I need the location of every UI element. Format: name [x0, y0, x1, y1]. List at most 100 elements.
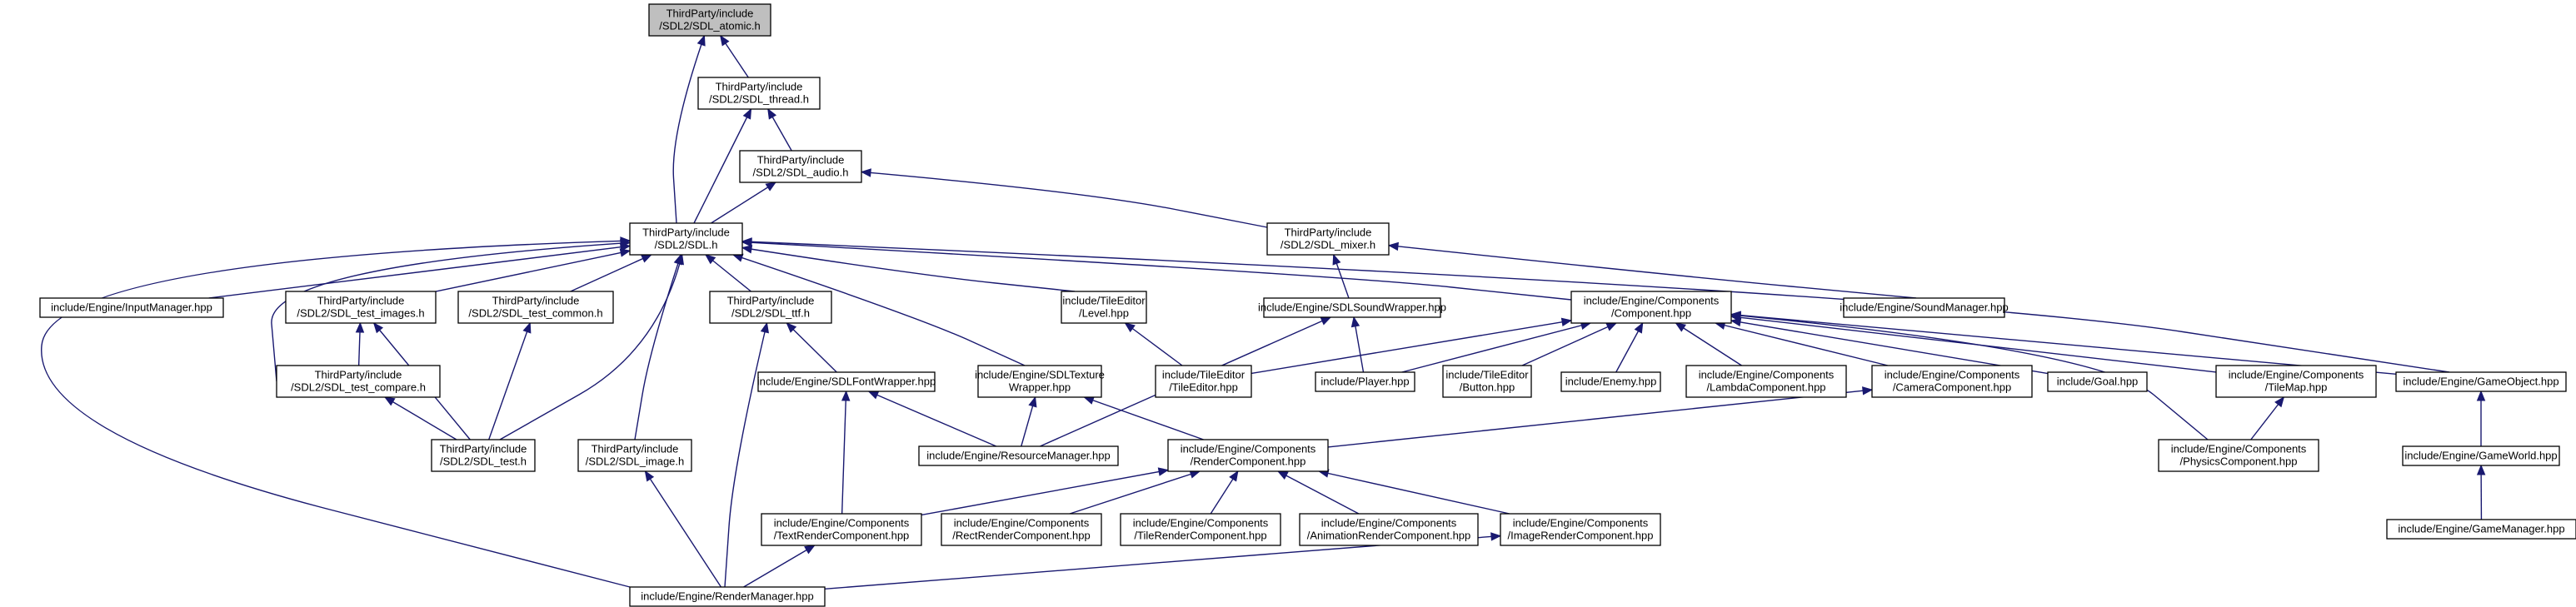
graph-node[interactable]: include/Engine/SoundManager.hpp — [1840, 297, 2009, 318]
graph-node[interactable]: include/Engine/RenderManager.hpp — [629, 586, 826, 607]
edge-line — [861, 171, 1268, 228]
graph-node[interactable]: include/Player.hpp — [1315, 371, 1415, 392]
arrowhead-icon — [1490, 532, 1502, 541]
node-label-line: include/Goal.hpp — [2057, 376, 2139, 388]
node-label-line: ThirdParty/include — [666, 7, 754, 20]
edge-line — [741, 241, 2450, 373]
graph-node[interactable]: include/Engine/InputManager.hpp — [39, 297, 224, 318]
node-label-line: include/Engine/GameWorld.hpp — [2404, 450, 2557, 462]
node-box — [1685, 365, 1847, 398]
graph-node[interactable]: ThirdParty/include/SDL2/SDL_mixer.h — [1266, 222, 1390, 256]
graph-node[interactable]: ThirdParty/include/SDL2/SDL_image.h — [577, 439, 692, 472]
graph-node[interactable]: include/Engine/Components/LambdaComponen… — [1685, 365, 1847, 398]
node-box — [1120, 513, 1281, 546]
graph-node[interactable]: ThirdParty/include/SDL2/SDL_ttf.h — [709, 291, 832, 324]
node-box — [2386, 519, 2576, 540]
arrowhead-icon — [372, 321, 384, 334]
edge-line — [693, 108, 752, 224]
edge-n8-to-n3 — [704, 254, 751, 292]
arrowhead-icon — [2476, 464, 2486, 475]
edge-n35-to-n28 — [1317, 469, 1510, 515]
graph-node[interactable]: ThirdParty/include/SDL2/SDL_test_common.… — [457, 291, 614, 324]
node-box — [739, 150, 862, 183]
graph-node[interactable]: include/Engine/SDLSoundWrapper.hpp — [1258, 297, 1446, 318]
node-box — [629, 586, 826, 607]
node-box — [1061, 291, 1147, 324]
edge-line — [1327, 389, 1873, 448]
node-box — [1266, 222, 1390, 256]
graph-node[interactable]: include/Engine/Components/AnimationRende… — [1299, 513, 1479, 546]
graph-node[interactable]: ThirdParty/include/SDL2/SDL_test_images.… — [285, 291, 437, 324]
edge-n18-to-n11 — [1521, 322, 1618, 366]
edge-n28-to-n15 — [1083, 396, 1204, 440]
graph-node[interactable]: include/Engine/ResourceManager.hpp — [918, 445, 1119, 466]
node-label-line: include/Engine/SDLFontWrapper.hpp — [757, 376, 936, 388]
graph-node[interactable]: ThirdParty/include/SDL2/SDL.h — [629, 222, 743, 256]
graph-node[interactable]: include/Engine/Components/TileRenderComp… — [1120, 513, 1281, 546]
arrowhead-icon — [1157, 467, 1170, 476]
graph-node[interactable]: include/Engine/SDLFontWrapper.hpp — [757, 371, 936, 392]
arrowhead-icon — [1320, 316, 1332, 326]
edge-n10-to-n4 — [1332, 253, 1350, 299]
node-box — [1315, 371, 1415, 392]
node-label-line: include/TileEditor — [1162, 369, 1246, 381]
graph-node[interactable]: include/Engine/Components/RenderComponen… — [1167, 439, 1329, 472]
graph-node[interactable]: ThirdParty/include/SDL2/SDL_test_compare… — [276, 365, 441, 398]
edge-line — [1277, 470, 1360, 515]
node-label-line: include/Engine/Components — [1181, 443, 1316, 455]
graph-node[interactable]: include/Enemy.hpp — [1560, 371, 1661, 392]
node-label-line: include/TileEditor — [1445, 369, 1529, 381]
graph-node[interactable]: ThirdParty/include/SDL2/SDL_thread.h — [697, 77, 821, 110]
graph-node[interactable]: include/Engine/GameWorld.hpp — [2402, 445, 2560, 466]
edge-line — [743, 545, 816, 588]
edge-line — [786, 322, 837, 373]
arrowhead-icon — [696, 34, 706, 47]
node-label-line: include/Engine/Components — [2229, 369, 2364, 381]
edge-n33-to-n28 — [1210, 470, 1239, 515]
graph-node[interactable]: include/Engine/GameManager.hpp — [2386, 519, 2576, 540]
node-label-line: ThirdParty/include — [716, 81, 803, 93]
edge-line — [1675, 322, 1742, 366]
graph-node[interactable]: include/TileEditor/Button.hpp — [1442, 365, 1532, 398]
graph-node[interactable]: include/Engine/Components/PhysicsCompone… — [2158, 439, 2319, 472]
node-label-line: /CameraComponent.hpp — [1893, 381, 2011, 394]
arrowhead-icon — [2476, 390, 2486, 401]
edge-line — [1388, 245, 1917, 299]
node-box — [1442, 365, 1532, 398]
graph-node[interactable]: include/Engine/Components/CameraComponen… — [1871, 365, 2033, 398]
edge-n28-to-n21 — [1327, 386, 1874, 448]
edge-n25-to-n13 — [383, 396, 457, 440]
arrowhead-icon — [742, 107, 752, 120]
arrowhead-icon — [767, 107, 777, 120]
node-box — [2395, 371, 2567, 392]
node-label-line: /AnimationRenderComponent.hpp — [1307, 530, 1471, 542]
edge-line — [711, 182, 776, 224]
graph-node[interactable]: include/TileEditor/TileEditor.hpp — [1155, 365, 1252, 398]
node-box — [1263, 297, 1441, 318]
graph-node[interactable]: include/Engine/Components/RectRenderComp… — [941, 513, 1102, 546]
arrowhead-icon — [741, 245, 753, 254]
edge-n20-to-n11 — [1675, 322, 1742, 366]
graph-node[interactable]: include/Engine/Components/Component.hpp — [1570, 291, 1732, 324]
edge-line — [644, 470, 722, 588]
edge-line — [741, 246, 1076, 292]
graph-node[interactable]: include/TileEditor/Level.hpp — [1061, 291, 1147, 324]
arrowhead-icon — [741, 237, 752, 246]
node-label-line: include/Player.hpp — [1320, 376, 1409, 388]
graph-node[interactable]: ThirdParty/include/SDL2/SDL_test.h — [431, 439, 536, 472]
graph-node[interactable]: include/Goal.hpp — [2047, 371, 2148, 392]
edge-n37-to-n26 — [644, 470, 722, 588]
node-label-line: /SDL2/SDL_image.h — [586, 455, 685, 468]
arrowhead-icon — [760, 321, 769, 334]
graph-node[interactable]: include/Engine/Components/TextRenderComp… — [761, 513, 922, 546]
edge-n6-to-n3 — [435, 248, 632, 292]
graph-node[interactable]: include/Engine/Components/ImageRenderCom… — [1500, 513, 1661, 546]
graph-node[interactable]: include/Engine/GameObject.hpp — [2395, 371, 2567, 392]
edge-line — [1069, 470, 1201, 515]
graph-node[interactable]: include/Engine/Components/TileMap.hpp — [2215, 365, 2377, 398]
node-box — [1560, 371, 1661, 392]
arrowhead-icon — [641, 254, 652, 263]
graph-node[interactable]: ThirdParty/include/SDL2/SDL_audio.h — [739, 150, 862, 183]
